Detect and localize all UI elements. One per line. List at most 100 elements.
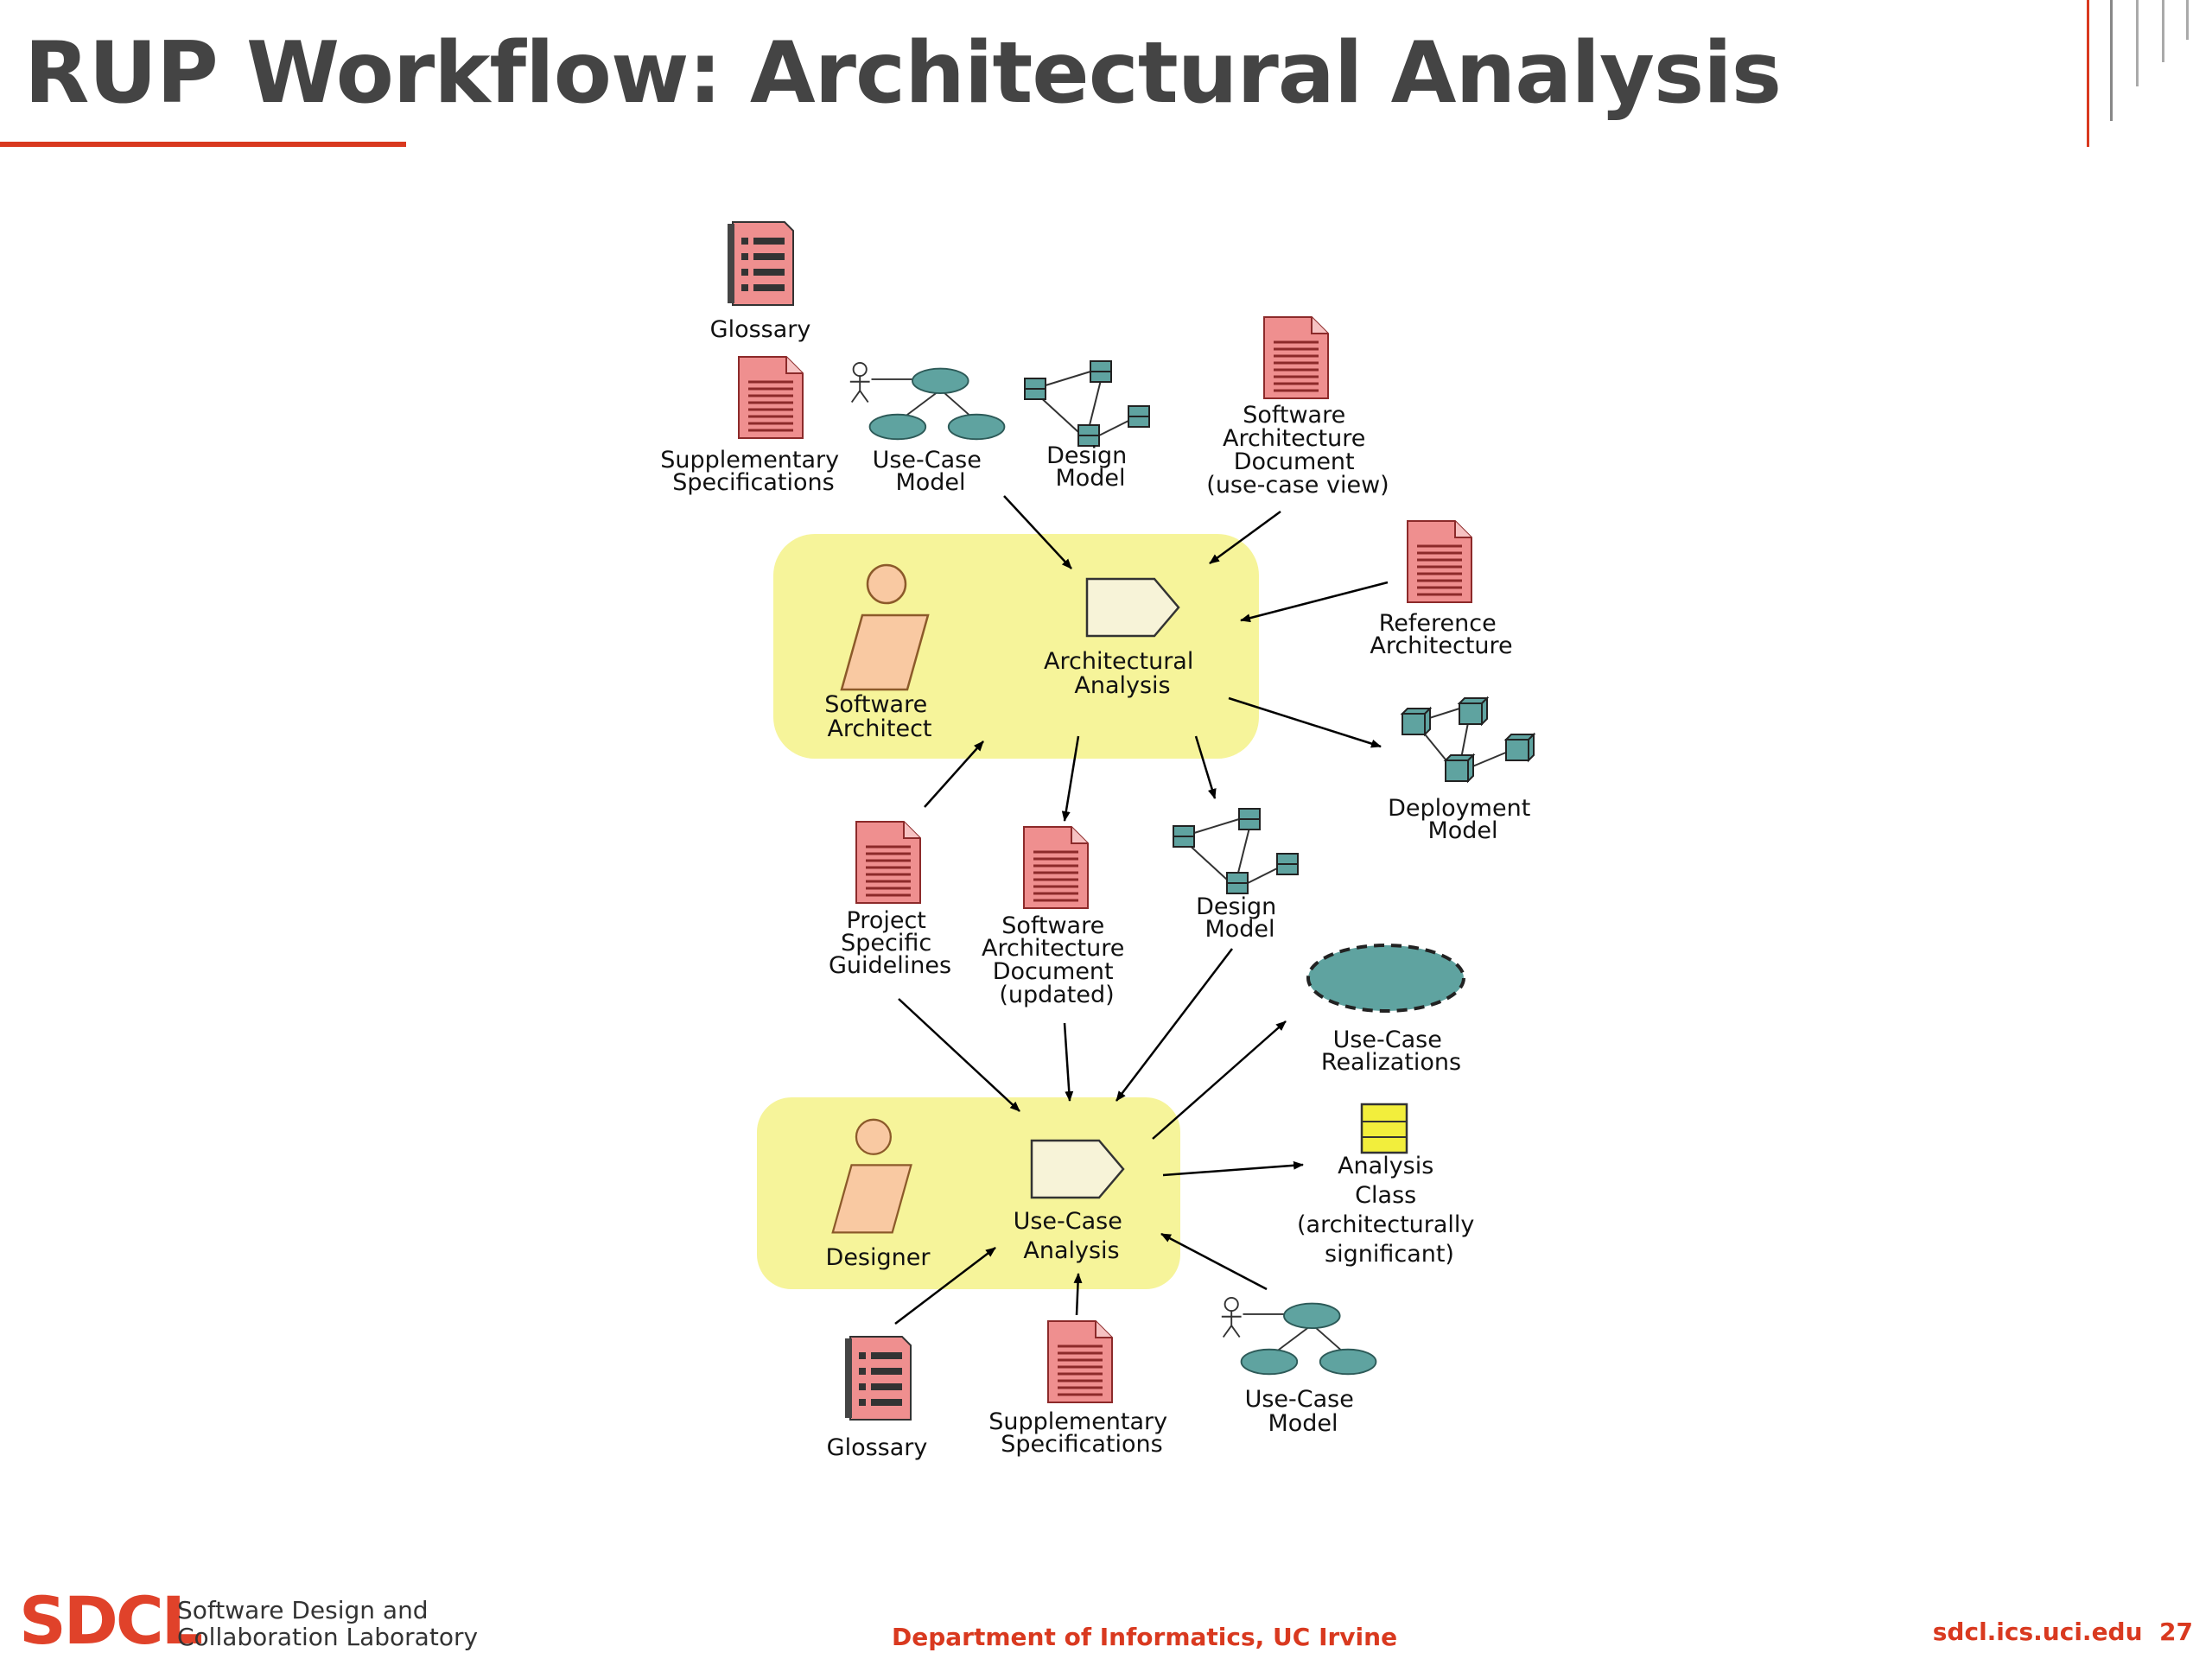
svg-text:Design Model: Design Model	[1046, 442, 1135, 492]
arrow-reference-arch-to-arch-analysis	[1240, 581, 1389, 623]
svg-text:Use-Case Realizations: Use-Case Realizations	[1321, 1027, 1461, 1076]
label-line: significant)	[1325, 1241, 1454, 1268]
designer-label: Designer	[826, 1244, 931, 1271]
document-icon	[1263, 316, 1329, 399]
svg-text:Supplementary Specificat: Supplementary Specifications	[660, 447, 846, 496]
analysis-class: Analysis Class (architecturally signific…	[1297, 1103, 1482, 1268]
design-model-icon	[1024, 360, 1150, 447]
svg-text:Project Specific G: Project Specific Guidelines	[829, 907, 951, 979]
site-url-and-page-number: sdcl.ics.uci.edu 27	[1932, 1618, 2193, 1646]
corner-deco-line-5	[2186, 0, 2189, 40]
top-use-case-model: Use-Case Model	[849, 361, 1006, 496]
svg-text:Architectural Analysis: Architectural Analysis	[1044, 648, 1201, 699]
label-line: (use-case view)	[1206, 472, 1389, 499]
department-footer: Department of Informatics, UC Irvine	[892, 1623, 1398, 1651]
arrow-arch-analysis-to-design-model	[1194, 735, 1217, 799]
svg-text:Software Architecture: Software Architecture Document (updated)	[982, 912, 1132, 1008]
bottom-supplementary-specifications: Supplementary Specifications	[988, 1320, 1174, 1458]
bottom-use-case-model: Use-Case Model	[1220, 1296, 1377, 1437]
use-case-model-icon	[1220, 1296, 1377, 1376]
svg-text:Deployment Model: Deployment Model	[1388, 795, 1538, 844]
label-line: Use-Case	[1014, 1208, 1122, 1235]
corner-deco-line-4	[2162, 0, 2164, 62]
lab-name-line-2: Collaboration Laboratory	[177, 1623, 479, 1651]
use-case-model-icon	[849, 361, 1006, 441]
label-line: Specifications	[672, 469, 834, 496]
label-line: Reference	[1379, 610, 1497, 637]
arrow-use-case-model-to-use-case-analysis	[1160, 1232, 1268, 1291]
label-line: (updated)	[999, 982, 1114, 1008]
project-specific-guidelines: Project Specific Guidelines	[829, 821, 951, 979]
label-line: Class	[1355, 1182, 1416, 1209]
arrow-use-case-model-to-arch-analysis	[1003, 495, 1072, 569]
label-line: Use-Case	[873, 447, 982, 474]
label-line: Guidelines	[829, 952, 951, 979]
top-design-model: Design Model	[1024, 360, 1150, 492]
label-line: Specific	[841, 930, 931, 957]
document-icon	[738, 356, 804, 439]
top-supplementary-specifications: Supplementary Specifications	[660, 356, 846, 496]
svg-text:Reference Architecture: Reference Architecture	[1370, 610, 1512, 659]
corner-deco-line-3	[2136, 0, 2139, 86]
svg-text:Software Architect: Software Architect	[824, 691, 935, 742]
sdcl-logo: SDCL	[19, 1582, 203, 1659]
label-line: Specifications	[1001, 1431, 1162, 1458]
document-icon	[1023, 826, 1089, 909]
label-line: Supplementary	[660, 447, 839, 474]
label-line: Model	[1055, 465, 1125, 492]
arrow-use-case-analysis-to-analysis-class	[1162, 1160, 1304, 1177]
label-line: Analysis	[1338, 1153, 1433, 1179]
software-architecture-document-updated: Software Architecture Document (updated)	[982, 826, 1132, 1008]
svg-text:Glossary: Glossary	[710, 316, 811, 343]
slide-title: RUP Workflow: Architectural Analysis	[24, 24, 1782, 123]
label-line: (architecturally	[1297, 1211, 1474, 1238]
lab-name-line-1: Software Design and	[177, 1596, 429, 1624]
corner-deco-line-2	[2110, 0, 2113, 121]
svg-text:Supplementary Specificat: Supplementary Specifications	[988, 1408, 1174, 1458]
deployment-model: Deployment Model	[1388, 697, 1538, 844]
collaboration-icon	[1306, 944, 1465, 1013]
label-line: Project	[847, 907, 926, 934]
bottom-glossary-label: Glossary	[827, 1434, 928, 1461]
svg-text:Use-Case Model: Use-Case Model	[873, 447, 989, 496]
arrow-sad-to-arch-analysis	[1209, 510, 1281, 565]
label-line: Model	[1205, 916, 1274, 943]
bottom-glossary: Glossary	[827, 1336, 928, 1461]
design-model-icon	[1173, 808, 1299, 894]
svg-text:Use-Case Model: Use-Case Model	[1245, 1386, 1362, 1437]
deployment-model-icon	[1402, 697, 1535, 782]
label-line: Deployment	[1388, 795, 1530, 822]
corner-deco-line-1	[2087, 0, 2089, 147]
label-line: Architecture	[982, 935, 1124, 962]
software-architect-worker: Software Architect	[824, 563, 935, 742]
top-glossary: Glossary	[710, 221, 811, 343]
title-underline	[0, 142, 406, 147]
label-line: Software	[1243, 402, 1345, 429]
arrow-arch-analysis-to-sad-updated	[1061, 735, 1080, 822]
label-line: Analysis	[1074, 672, 1170, 699]
top-glossary-label: Glossary	[710, 316, 811, 343]
document-icon	[1407, 520, 1472, 603]
label-line: Model	[895, 469, 965, 496]
label-line: Supplementary	[988, 1408, 1167, 1435]
label-line: Use-Case	[1333, 1027, 1442, 1053]
label-line: Use-Case	[1245, 1386, 1354, 1413]
label-line: Model	[1427, 817, 1497, 844]
document-icon	[855, 821, 921, 904]
label-line: Document	[993, 958, 1114, 985]
glossary-icon	[727, 221, 794, 306]
class-icon	[1360, 1103, 1408, 1154]
architectural-analysis-activity: Architectural Analysis	[1044, 577, 1201, 699]
label-line: Realizations	[1321, 1049, 1461, 1076]
label-line: Software	[824, 691, 927, 718]
document-icon	[1047, 1320, 1113, 1403]
svg-text:Analysis Class (ar: Analysis Class (architecturally signific…	[1297, 1153, 1482, 1268]
arrow-supp-spec-to-use-case-analysis	[1073, 1273, 1083, 1316]
reference-architecture: Reference Architecture	[1370, 520, 1513, 659]
svg-text:Software Architecture: Software Architecture Document (use-case…	[1206, 402, 1389, 499]
svg-text:Design Model: Design Model	[1196, 893, 1284, 943]
arrow-glossary-to-designer	[894, 1247, 996, 1325]
label-line: Design	[1046, 442, 1127, 469]
arrow-guidelines-to-use-case-analysis	[898, 998, 1020, 1112]
